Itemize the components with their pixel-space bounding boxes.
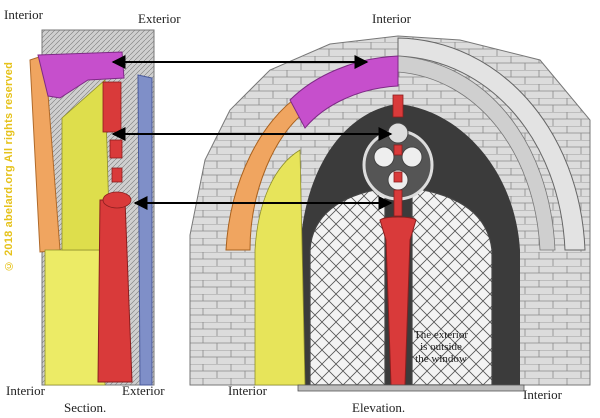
section-drawing — [29, 29, 155, 386]
exterior-note-line-3: the window — [415, 353, 467, 365]
elevation-drawing — [189, 35, 591, 392]
label-elevation-interior-left: Interior — [228, 383, 267, 398]
label-elevation-interior-right: Interior — [523, 387, 562, 402]
connector-arrows — [111, 55, 393, 210]
section-red-block-3 — [111, 167, 123, 183]
exterior-note: The exterior is outside the window — [402, 329, 480, 365]
section-magenta-block — [37, 51, 125, 99]
exterior-note-line-1: The exterior — [413, 329, 469, 341]
elevation-sill — [297, 384, 525, 392]
section-red-block-1 — [102, 81, 122, 133]
elevation-red-tracery-4 — [393, 189, 403, 217]
label-elevation-interior-top: Interior — [372, 11, 411, 26]
elevation-arch-moulding-inner — [397, 55, 556, 251]
elevation-arch-moulding — [397, 37, 586, 251]
elevation-red-tracery-1 — [392, 94, 404, 118]
caption-section: Section. — [64, 400, 107, 415]
section-red-block-2 — [109, 139, 123, 159]
elevation-red-tracery-3 — [393, 171, 403, 183]
elevation-red-tracery-2 — [393, 144, 403, 156]
section-blue-band — [137, 74, 153, 386]
label-section-interior-top: Interior — [4, 7, 43, 22]
label-section-exterior-bottom: Exterior — [122, 383, 165, 398]
section-yellow-wall — [44, 249, 106, 386]
elevation-tracery-lobe-2 — [401, 146, 423, 168]
label-section-exterior-top: Exterior — [138, 11, 181, 26]
label-section-interior-bottom: Interior — [6, 383, 45, 398]
elevation-magenta-arch — [289, 55, 399, 129]
section-red-block-4 — [102, 191, 132, 209]
copyright-watermark: © 2018 abelard.org All rights reserved — [3, 62, 15, 272]
exterior-note-line-2: is outside — [420, 341, 462, 353]
elevation-tracery-lobe-1 — [373, 146, 395, 168]
caption-elevation: Elevation. — [352, 400, 406, 415]
